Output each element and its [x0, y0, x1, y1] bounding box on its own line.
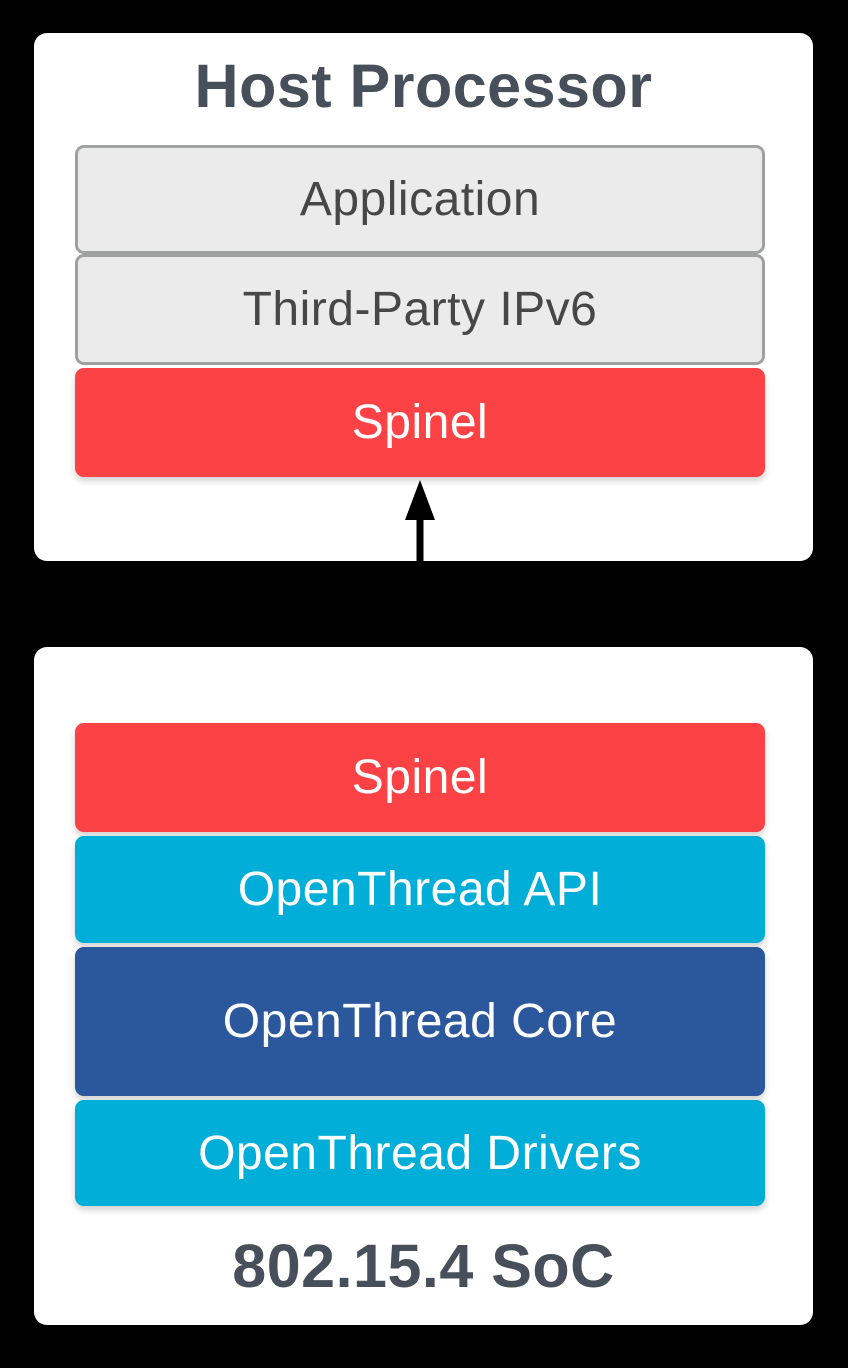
layer-openthread-core: OpenThread Core [75, 947, 765, 1096]
layer-application-label: Application [299, 173, 541, 226]
host-card-title: Host Processor [194, 52, 653, 120]
layer-openthread-drivers: OpenThread Drivers [75, 1100, 765, 1206]
layer-third-party-ipv6-label: Third-Party IPv6 [242, 283, 598, 336]
soc-card-title: 802.15.4 SoC [232, 1231, 615, 1300]
layer-openthread-api-label: OpenThread API [237, 863, 603, 916]
layer-spinel-soc: Spinel [75, 723, 765, 832]
layer-spinel-soc-label: Spinel [351, 751, 489, 804]
host-processor-card: Host Processor Application Third-Party I… [34, 33, 813, 561]
layer-application: Application [75, 145, 765, 254]
soc-card: Spinel OpenThread API OpenThread Core Op… [34, 647, 813, 1325]
layer-openthread-core-label: OpenThread Core [222, 995, 618, 1048]
layer-spinel-host: Spinel [75, 368, 765, 477]
layer-third-party-ipv6: Third-Party IPv6 [75, 254, 765, 365]
layer-spinel-host-label: Spinel [351, 396, 489, 449]
layer-openthread-drivers-label: OpenThread Drivers [198, 1126, 642, 1180]
layer-openthread-api: OpenThread API [75, 836, 765, 943]
